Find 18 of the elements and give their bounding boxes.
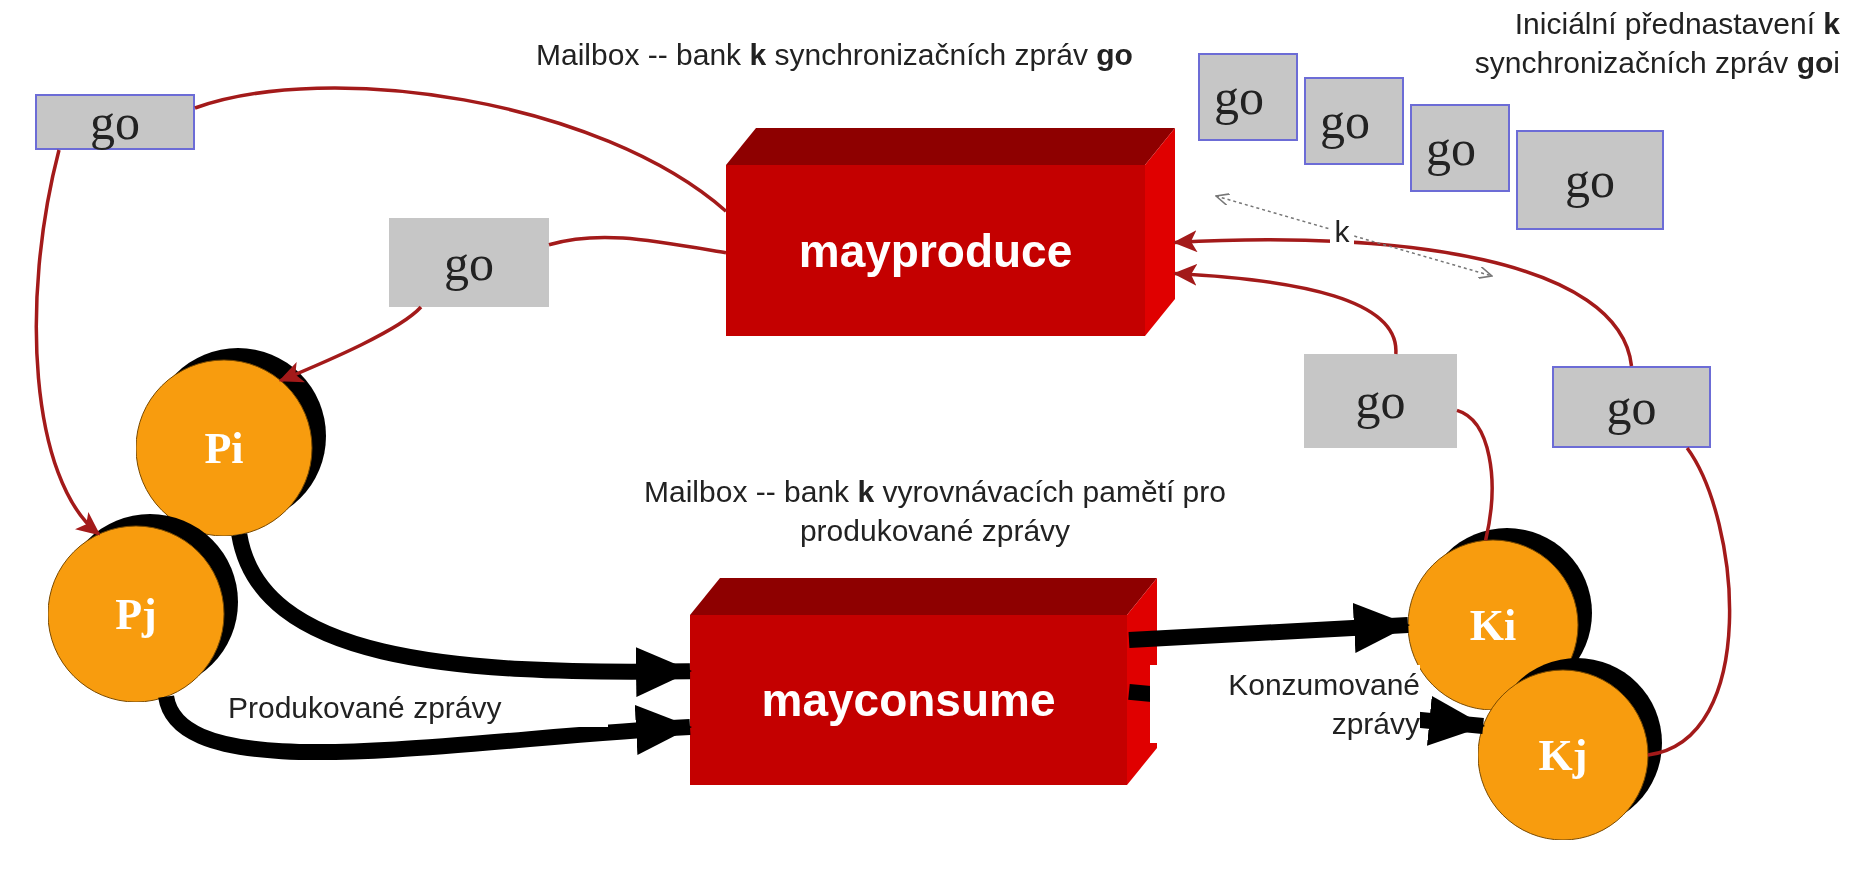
message-card: go bbox=[389, 218, 549, 307]
arrow bbox=[231, 532, 692, 697]
mailbox-heading: Mailbox -- bank k vyrovnávacích pamětí pro produkované zprávy bbox=[643, 474, 1227, 549]
message-card: go bbox=[1304, 77, 1404, 165]
arrow bbox=[34, 149, 101, 536]
edge-label: Konzumované zprávy bbox=[1150, 665, 1420, 743]
mailbox-heading: Mailbox -- bank k synchronizačních zpráv go bbox=[535, 37, 1134, 73]
arrow bbox=[1173, 264, 1398, 355]
arrow bbox=[278, 305, 423, 383]
message-card: go bbox=[1516, 130, 1664, 230]
message-card: go bbox=[1198, 53, 1298, 141]
message-card: go bbox=[35, 94, 195, 150]
message-card: go bbox=[1552, 366, 1711, 448]
arrow bbox=[1173, 230, 1634, 367]
arrow bbox=[1128, 602, 1410, 653]
message-card: go bbox=[1410, 104, 1510, 192]
note-text: Iniciální přednastavení k synchronizačních zpráv goi bbox=[1473, 6, 1840, 81]
message-card: go bbox=[1304, 354, 1457, 448]
